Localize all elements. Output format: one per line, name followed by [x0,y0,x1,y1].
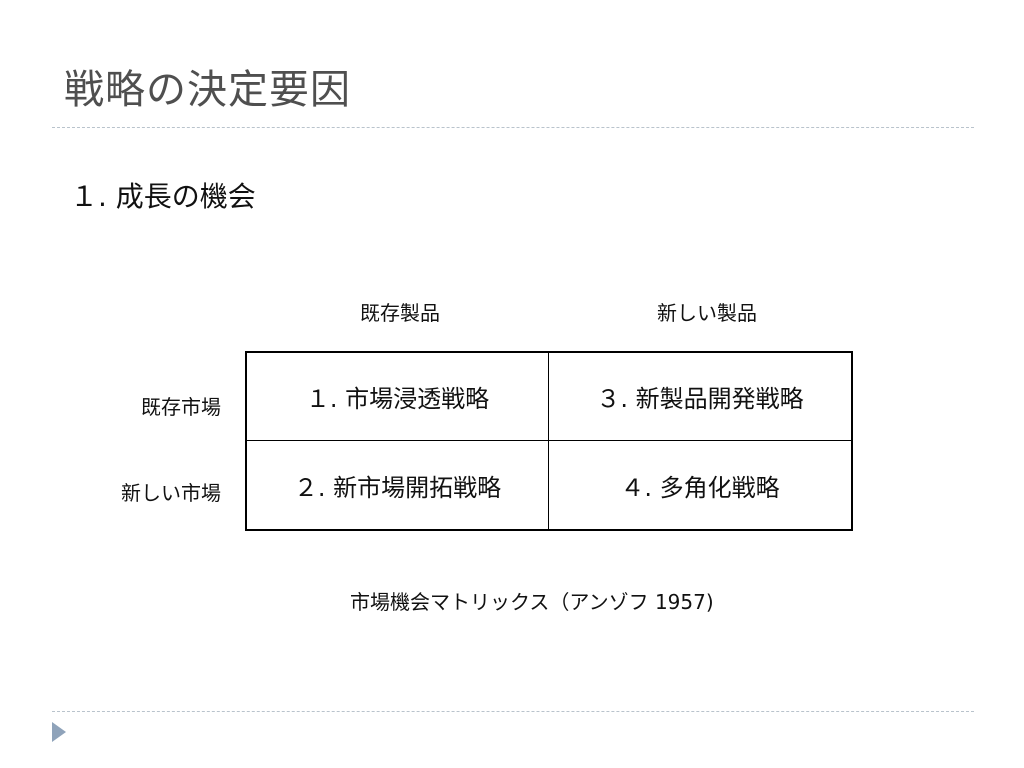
matrix-cell-diversification: ４. 多角化戦略 [620,473,780,502]
row-header-existing-market: 既存市場 [141,395,221,419]
row-header-new-market: 新しい市場 [121,481,221,505]
triangle-right-icon[interactable] [52,722,66,742]
matrix-cell-market-development: ２. 新市場開拓戦略 [247,441,549,529]
ansoff-matrix: １. 市場浸透戦略 ３. 新製品開発戦略 ２. 新市場開拓戦略 ４. 多角化戦略 [245,351,853,531]
column-header-existing-product: 既存製品 [360,301,440,325]
matrix-cell-market-penetration: １. 市場浸透戦略 [247,353,549,441]
matrix-cell-product-development: ３. 新製品開発戦略 [549,353,851,441]
slide-subtitle: １. 成長の機会 [70,180,256,213]
matrix-caption: 市場機会マトリックス（アンゾフ 1957) [350,590,714,614]
slide-title: 戦略の決定要因 [64,67,351,113]
footer-divider [52,711,974,712]
title-divider [52,127,974,128]
column-header-new-product: 新しい製品 [657,301,757,325]
